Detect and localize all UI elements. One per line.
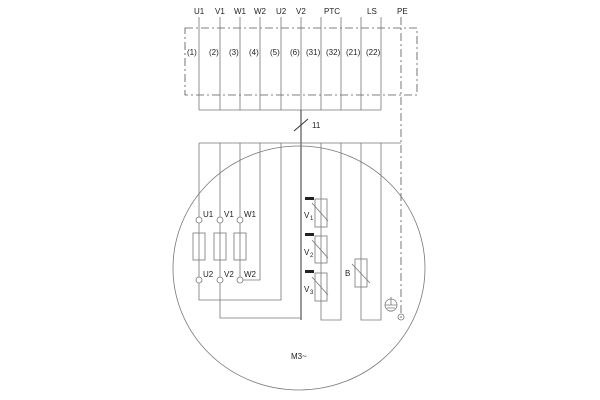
terminal-circle — [195, 216, 203, 224]
windings: U1 V1 W1 U2 V2 W2 — [192, 210, 257, 284]
winding-label-w1: W1 — [244, 210, 257, 219]
label-ls: LS — [367, 7, 377, 16]
label-w1: W1 — [234, 7, 247, 16]
winding-u — [192, 232, 206, 261]
terminal-top-labels: U1 V1 W1 W2 U2 V2 PTC LS PE — [194, 7, 408, 16]
label-pe: PE — [397, 7, 408, 16]
svg-text:2: 2 — [310, 253, 314, 259]
terminal-4: (4) — [249, 48, 259, 57]
terminal-31: (31) — [306, 48, 321, 57]
ls-sensor: B — [345, 143, 382, 321]
terminal-5: (5) — [270, 48, 280, 57]
ptc-1: V 1 — [304, 197, 329, 228]
terminal-6: (6) — [290, 48, 300, 57]
label-w2: W2 — [254, 7, 267, 16]
label-u2: U2 — [276, 7, 287, 16]
terminal-numbers: (1) (2) (3) (4) (5) (6) (31) (32) (21) (… — [187, 48, 381, 57]
ptc-3: V 3 — [304, 270, 329, 302]
terminal-1: (1) — [187, 48, 197, 57]
svg-text:V: V — [304, 248, 310, 257]
terminal-circle — [236, 216, 244, 224]
terminal-2: (2) — [209, 48, 219, 57]
terminal-3: (3) — [229, 48, 239, 57]
terminal-circle — [216, 276, 224, 284]
label-u1: U1 — [194, 7, 205, 16]
terminal-circle — [216, 216, 224, 224]
terminal-circle — [236, 276, 244, 284]
winding-label-v2: V2 — [224, 270, 234, 279]
cable-slash-mark — [293, 118, 309, 132]
sensor-label: B — [345, 269, 350, 278]
terminal-22: (22) — [366, 48, 381, 57]
winding-v — [213, 232, 227, 261]
conductor-count: 11 — [312, 121, 321, 130]
label-v1: V1 — [215, 7, 225, 16]
ptc-2: V 2 — [304, 233, 329, 264]
svg-text:V: V — [304, 211, 310, 220]
pe-terminal — [397, 313, 405, 321]
label-ptc: PTC — [324, 7, 340, 16]
winding-label-w2: W2 — [244, 270, 257, 279]
winding-label-u1: U1 — [203, 210, 214, 219]
motor-outline — [172, 145, 426, 391]
svg-text:1: 1 — [310, 216, 314, 222]
terminal-32: (32) — [326, 48, 341, 57]
ground-icon — [384, 297, 398, 312]
terminal-lines — [198, 17, 402, 320]
terminal-21: (21) — [346, 48, 361, 57]
ptc-thermistors: V 1 V 2 V 3 — [304, 143, 342, 321]
label-v2: V2 — [296, 7, 306, 16]
terminal-circle — [195, 276, 203, 284]
winding-label-u2: U2 — [203, 270, 214, 279]
motor-label: M3~ — [291, 352, 307, 361]
winding-w — [233, 232, 247, 261]
svg-text:V: V — [304, 285, 310, 294]
winding-wiring — [198, 143, 301, 319]
svg-text:3: 3 — [310, 290, 314, 296]
winding-label-v1: V1 — [224, 210, 234, 219]
